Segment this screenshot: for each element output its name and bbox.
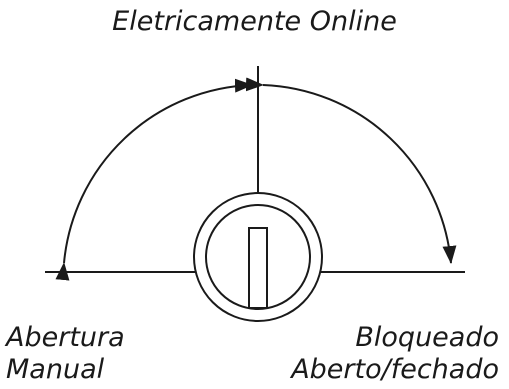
label-manual-opening-line2: Manual xyxy=(6,354,105,386)
key-slot xyxy=(248,227,268,309)
label-electrically-online: Eletricamente Online xyxy=(112,6,397,37)
label-manual-opening-line1: Abertura xyxy=(6,322,125,353)
label-locked-line2: Aberto/fechado xyxy=(291,354,499,386)
key-lock-icon xyxy=(193,192,323,322)
right-rotation-arrow xyxy=(245,77,457,264)
left-rotation-arrow xyxy=(55,78,253,281)
label-locked-line1: Bloqueado xyxy=(355,322,499,353)
label-locked-open-closed: Bloqueado Aberto/fechado xyxy=(291,322,499,387)
label-manual-opening: Abertura Manual xyxy=(6,322,125,387)
